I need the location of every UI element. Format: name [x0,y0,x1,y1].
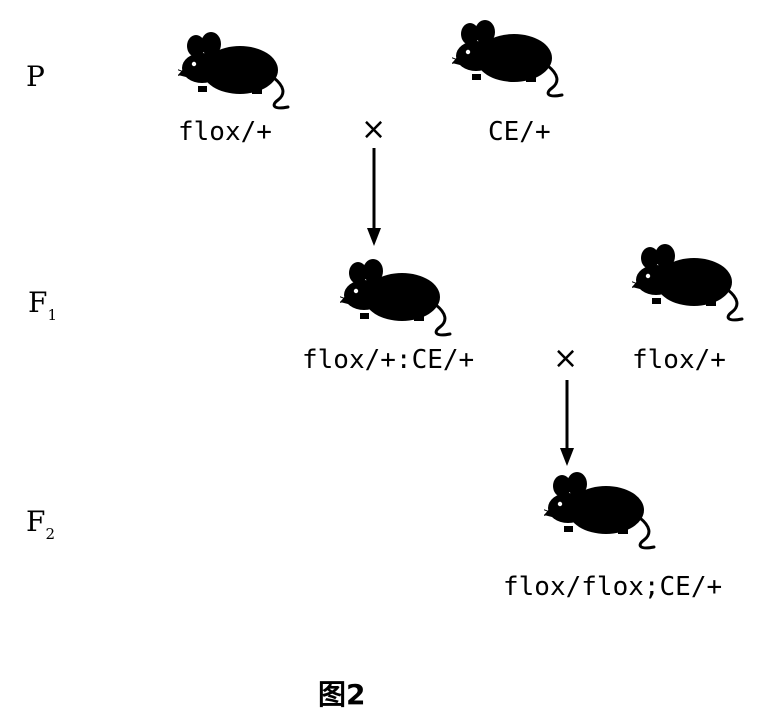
generation-label-p: P [26,60,45,93]
cross-symbol-f1: × [553,341,579,376]
generation-label-f1: F1 [28,286,57,324]
mouse-icon [340,257,452,337]
f1-left-genotype: flox/+:CE/+ [302,345,475,375]
f1-right-genotype: flox/+ [632,345,726,375]
mouse-icon [452,18,564,98]
mouse-icon [632,242,744,322]
arrow-down-icon [367,148,381,246]
figure-caption: 图2 [318,678,366,711]
arrow-down-icon [560,380,574,466]
parent-right-genotype: CE/+ [488,117,551,147]
parent-left-genotype: flox/+ [178,117,272,147]
generation-label-f2: F2 [26,505,55,543]
f2-genotype: flox/flox;CE/+ [503,572,723,602]
mouse-icon [544,470,656,550]
mouse-icon [178,30,290,110]
cross-symbol-p: × [361,112,387,147]
